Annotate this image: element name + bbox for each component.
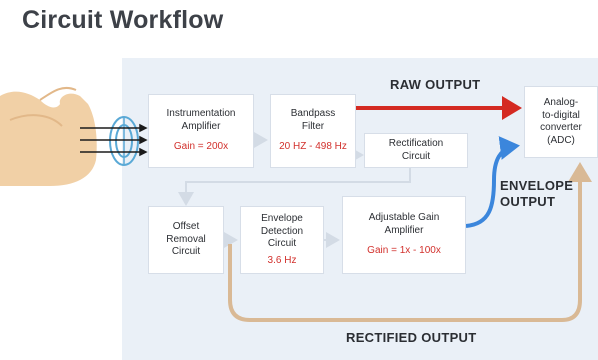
block-value: Gain = 1x - 100x — [367, 245, 441, 257]
block-value: 20 HZ - 498 Hz — [279, 141, 347, 153]
raw-output-label: RAW OUTPUT — [390, 77, 481, 92]
flexed-arm-icon — [0, 86, 97, 186]
rectified-output-label: RECTIFIED OUTPUT — [346, 330, 477, 345]
offset-removal-circuit-block: Offset Removal Circuit — [148, 206, 224, 274]
emg-sensor-icon — [109, 116, 139, 166]
block-name: Offset Removal Circuit — [166, 221, 206, 258]
flow-rect-to-offset — [178, 168, 411, 206]
rectification-circuit-block: Rectification Circuit — [364, 133, 468, 168]
page-title: Circuit Workflow — [22, 6, 224, 34]
envelope-output-label: ENVELOPE OUTPUT — [500, 178, 574, 210]
rectified-output-arrow — [228, 162, 592, 322]
envelope-detection-circuit-block: Envelope Detection Circuit 3.6 Hz — [240, 206, 324, 274]
block-name: Rectification Circuit — [388, 138, 444, 162]
block-name: Envelope Detection Circuit — [260, 213, 304, 249]
block-name: Instrumentation Amplifier — [166, 108, 236, 132]
bandpass-filter-block: Bandpass Filter 20 HZ - 498 Hz — [270, 94, 356, 168]
instrumentation-amplifier-block: Instrumentation Amplifier Gain = 200x — [148, 94, 254, 168]
adjustable-gain-amplifier-block: Adjustable Gain Amplifier Gain = 1x - 10… — [342, 196, 466, 274]
block-name: Analog- to-digital converter (ADC) — [540, 97, 582, 146]
block-name: Bandpass Filter — [290, 108, 336, 132]
adc-block: Analog- to-digital converter (ADC) — [524, 86, 598, 158]
block-value: 3.6 Hz — [267, 254, 297, 266]
envelope-output-arrow — [465, 136, 520, 228]
block-name: Adjustable Gain Amplifier — [368, 212, 440, 236]
arm-signal-arrows — [80, 123, 148, 157]
block-value: Gain = 200x — [173, 141, 229, 153]
